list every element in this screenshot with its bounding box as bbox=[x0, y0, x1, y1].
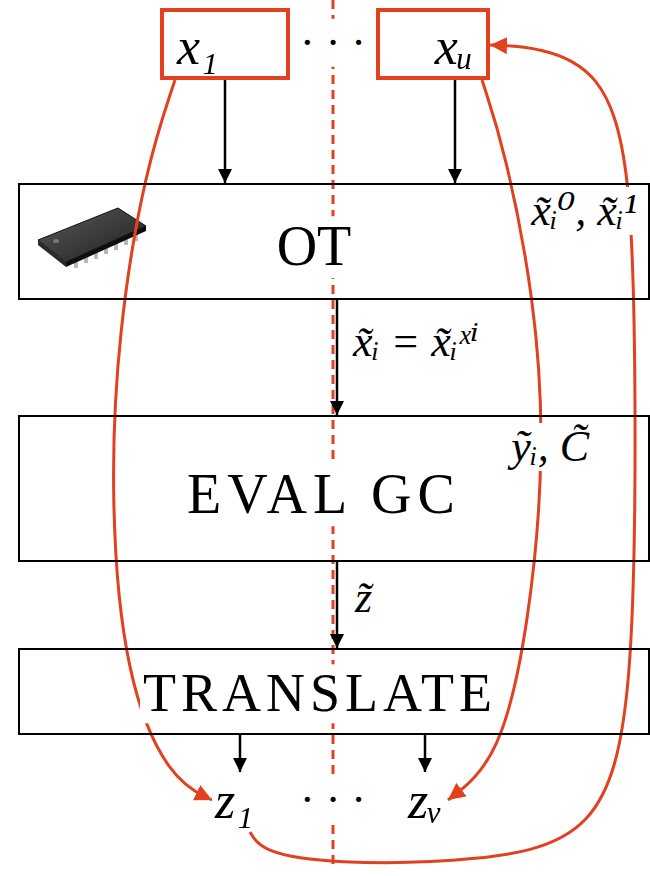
node-label: xᵤ bbox=[432, 18, 476, 75]
flow-arrow bbox=[224, 80, 227, 183]
text-slot: ỹᵢ, C̃ bbox=[508, 423, 592, 471]
input-box: xᵤ bbox=[376, 8, 490, 80]
flow-arrow bbox=[336, 300, 339, 415]
text-slot: z₁ bbox=[212, 772, 256, 829]
process-box: EVAL GC ỹᵢ, C̃ bbox=[18, 415, 650, 562]
node-label: ỹᵢ, C̃ bbox=[508, 423, 592, 471]
flow-arrow bbox=[336, 562, 339, 648]
text-slot: x₁ bbox=[174, 18, 221, 75]
ellipsis-slot: · · · bbox=[297, 19, 369, 67]
node-label: x̃ᵢ⁰, x̃ᵢ¹ bbox=[528, 187, 640, 235]
text-slot: EVAL GC bbox=[184, 464, 464, 526]
node-label: x₁ bbox=[174, 18, 221, 75]
ellipsis-slot: · · · bbox=[297, 776, 369, 824]
edge-label-slot: x̃ᵢ = x̃ᵢˣⁱ bbox=[350, 318, 482, 366]
output-value: zᵥ bbox=[405, 772, 448, 832]
node-label: EVAL GC bbox=[184, 464, 464, 526]
text-slot: OT bbox=[274, 216, 355, 278]
input-box: x₁ bbox=[160, 8, 290, 80]
process-box: OT x̃ᵢ⁰, x̃ᵢ¹ bbox=[18, 183, 650, 300]
flow-arrow bbox=[454, 80, 457, 183]
output-label: z₁ bbox=[212, 772, 256, 829]
flow-arc bbox=[250, 45, 635, 863]
flow-arrow bbox=[239, 735, 242, 772]
text-slot: TRANSLATE bbox=[140, 664, 500, 723]
edge-label-slot: z̃ bbox=[352, 574, 375, 622]
text-slot: xᵤ bbox=[432, 18, 476, 75]
output-value: z₁ bbox=[212, 772, 259, 832]
node-label: OT bbox=[274, 216, 355, 278]
divider-line bbox=[332, 0, 335, 866]
flow-arrow bbox=[424, 735, 427, 772]
edge-label: z̃ bbox=[352, 574, 375, 622]
edge-label: x̃ᵢ = x̃ᵢˣⁱ bbox=[350, 318, 482, 366]
process-box: TRANSLATE bbox=[18, 648, 650, 735]
text-slot: x̃ᵢ⁰, x̃ᵢ¹ bbox=[528, 187, 640, 235]
ellipsis-label: · · · bbox=[297, 19, 369, 67]
output-label: zᵥ bbox=[405, 772, 446, 829]
ellipsis-label: · · · bbox=[297, 776, 369, 824]
node-label: TRANSLATE bbox=[140, 664, 500, 723]
text-slot: zᵥ bbox=[405, 772, 446, 829]
